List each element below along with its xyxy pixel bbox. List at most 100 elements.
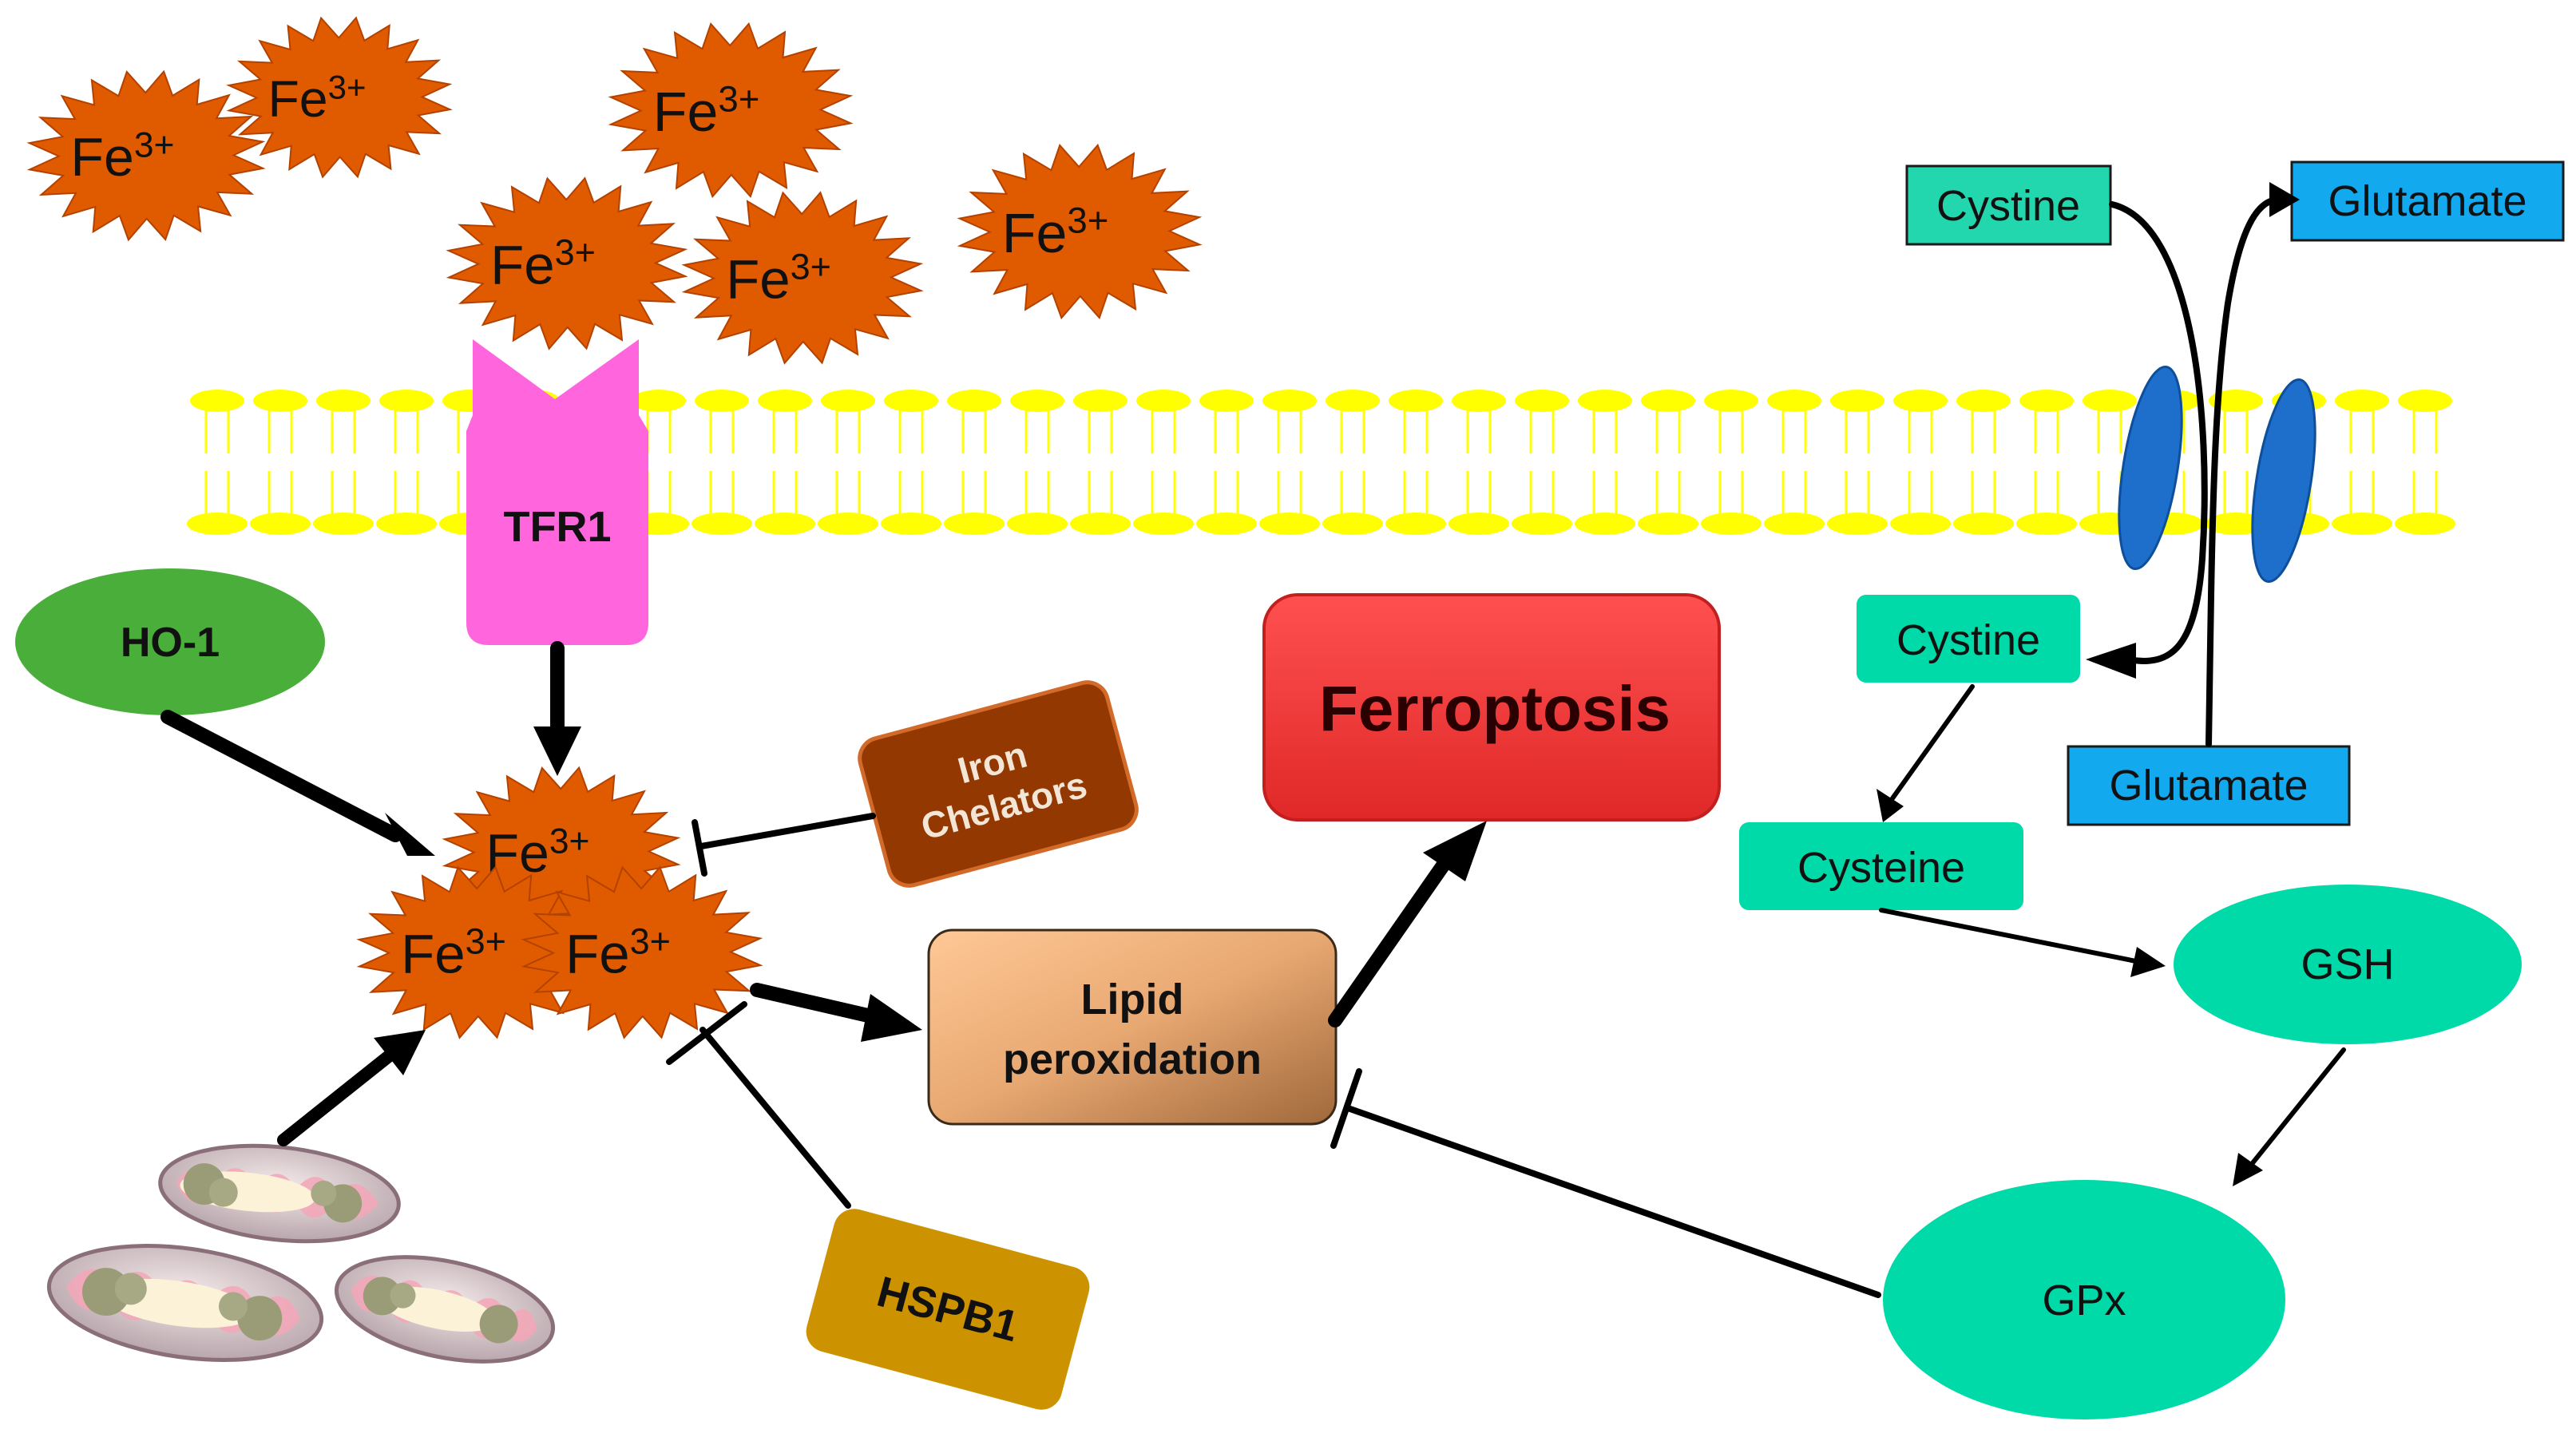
transporter-subunit-icon (2118, 365, 2183, 571)
arrow-cystine-import-head (2086, 643, 2136, 679)
hspb1-box: HSPB1 (806, 1209, 1090, 1410)
iron-ion-charge: 3+ (466, 921, 506, 962)
arrow-cystine-to-cysteine-head (1877, 789, 1904, 822)
arrow-cystine-import (2109, 201, 2208, 664)
arrow-gsh-to-gpx (2249, 1047, 2346, 1166)
iron-ion-icon: Fe3+ (446, 176, 688, 350)
lipid-peroxidation-box: Lipid peroxidation (927, 928, 1338, 1126)
lipid-peroxidation-label-line2: peroxidation (1003, 1035, 1262, 1083)
transporter-subunit-icon (2251, 378, 2316, 584)
gpx-node: GPx (1883, 1180, 2285, 1419)
ho1-label: HO-1 (121, 620, 220, 666)
glutamate-extracellular-label: Glutamate (2328, 177, 2526, 225)
intracellular-iron-pool: Fe3+Fe3+Fe3+ (356, 766, 763, 1039)
arrow-lipid-to-ferroptosis (1328, 855, 1452, 1027)
ho1-node: HO-1 (15, 568, 325, 715)
iron-ion-base: Fe (653, 81, 719, 143)
glutamate-extracellular-box: Glutamate (2290, 160, 2565, 242)
phospholipid-icon (1638, 390, 1698, 535)
iron-chelators-box: Iron Chelators (858, 680, 1139, 888)
inhibit-hspb1-to-iron (699, 1027, 851, 1209)
iron-chelators-shape (858, 680, 1139, 888)
iron-ion-charge: 3+ (791, 247, 831, 287)
iron-ion-base: Fe (70, 127, 133, 188)
arrow-iron-to-lipid-head (861, 994, 922, 1042)
arrow-ho1-to-iron-head (385, 813, 435, 856)
iron-ion-base: Fe (1002, 202, 1068, 264)
cell-membrane (187, 390, 2455, 535)
arrow-tfr1-to-iron-head (533, 726, 581, 776)
mitochondrion-icon (158, 1143, 401, 1244)
arrow-gsh-to-gpx-head (2233, 1153, 2263, 1186)
ferroptosis-box: Ferroptosis (1262, 593, 1721, 821)
ferroptosis-shape (1262, 593, 1721, 821)
phospholipid-icon (187, 390, 248, 535)
cystine-intracellular-label: Cystine (1896, 616, 2040, 664)
inhibit-hspb1-bar (666, 1001, 747, 1065)
iron-ion-charge: 3+ (555, 232, 596, 273)
iron-ion-icon: Fe3+ (521, 865, 763, 1039)
arrow-iron-to-lipid (750, 983, 886, 1025)
phospholipid-icon (1385, 390, 1446, 535)
tfr1-receptor-shape (466, 339, 648, 645)
iron-ion-base: Fe (268, 70, 327, 128)
arrow-mito-to-iron-head (374, 1030, 426, 1075)
iron-ion-label: Fe3+ (726, 247, 831, 311)
ho1-ellipse (15, 568, 325, 715)
iron-ion-charge: 3+ (630, 921, 671, 962)
iron-ion-label: Fe3+ (485, 821, 589, 884)
phospholipid-icon (1701, 390, 1762, 535)
iron-ion-base: Fe (490, 235, 555, 296)
phospholipid-icon (1953, 390, 2014, 535)
arrow-glutamate-export (2205, 196, 2281, 747)
ferroptosis-label: Ferroptosis (1319, 673, 1670, 744)
arrow-cystine-to-cysteine (1890, 684, 1975, 801)
iron-ion-icon: Fe3+ (681, 191, 924, 365)
cysteine-label: Cysteine (1797, 844, 1965, 892)
arrow-lipid-to-ferroptosis-head (1423, 821, 1487, 881)
mitochondrion-icon (46, 1244, 324, 1362)
phospholipid-icon (1575, 390, 1635, 535)
phospholipid-icon (1007, 390, 1068, 535)
phospholipid-icon (944, 390, 1005, 535)
phospholipid-icon (313, 390, 374, 535)
phospholipid-icon (755, 390, 815, 535)
tfr1-label: TFR1 (504, 503, 612, 551)
extracellular-iron-group: Fe3+Fe3+Fe3+Fe3+Fe3+Fe3+ (26, 16, 1203, 365)
phospholipid-icon (1827, 390, 1888, 535)
phospholipid-icon (1449, 390, 1509, 535)
phospholipid-icon (692, 390, 752, 535)
mitochondrion-icon (334, 1255, 556, 1364)
iron-ion-label: Fe3+ (268, 68, 366, 127)
iron-ion-label: Fe3+ (653, 79, 760, 143)
iron-ion-label: Fe3+ (490, 232, 596, 296)
phospholipid-icon (1764, 390, 1825, 535)
iron-ion-icon: Fe3+ (957, 143, 1203, 320)
iron-ion-charge: 3+ (718, 79, 759, 120)
iron-ion-base: Fe (726, 249, 791, 311)
gpx-label: GPx (2042, 1277, 2126, 1324)
arrow-cysteine-to-gsh (1879, 908, 2142, 964)
phospholipid-icon (2016, 390, 2077, 535)
iron-ion-label: Fe3+ (565, 921, 671, 985)
iron-ion-charge: 3+ (1067, 200, 1108, 241)
iron-ion-icon: Fe3+ (608, 22, 854, 199)
arrow-ho1-to-iron (161, 710, 402, 842)
gsh-node: GSH (2174, 885, 2522, 1044)
arrow-mito-to-iron (277, 1049, 396, 1146)
gsh-label: GSH (2301, 940, 2394, 988)
iron-ion-base: Fe (401, 924, 466, 985)
phospholipid-icon (2395, 390, 2455, 535)
glutamate-intracellular-box: Glutamate (2067, 745, 2351, 826)
cystine-extracellular-label: Cystine (1936, 182, 2080, 230)
phospholipid-icon (376, 390, 437, 535)
iron-ion-charge: 3+ (549, 821, 590, 861)
inhibit-chelators-to-iron (698, 813, 876, 849)
gpx-ellipse (1883, 1180, 2285, 1419)
phospholipid-icon (818, 390, 878, 535)
cysteine-box: Cysteine (1739, 822, 2023, 910)
lipid-peroxidation-label-line1: Lipid (1081, 976, 1184, 1023)
arrow-glutamate-export-head (2269, 182, 2300, 217)
iron-ion-icon: Fe3+ (26, 69, 266, 242)
